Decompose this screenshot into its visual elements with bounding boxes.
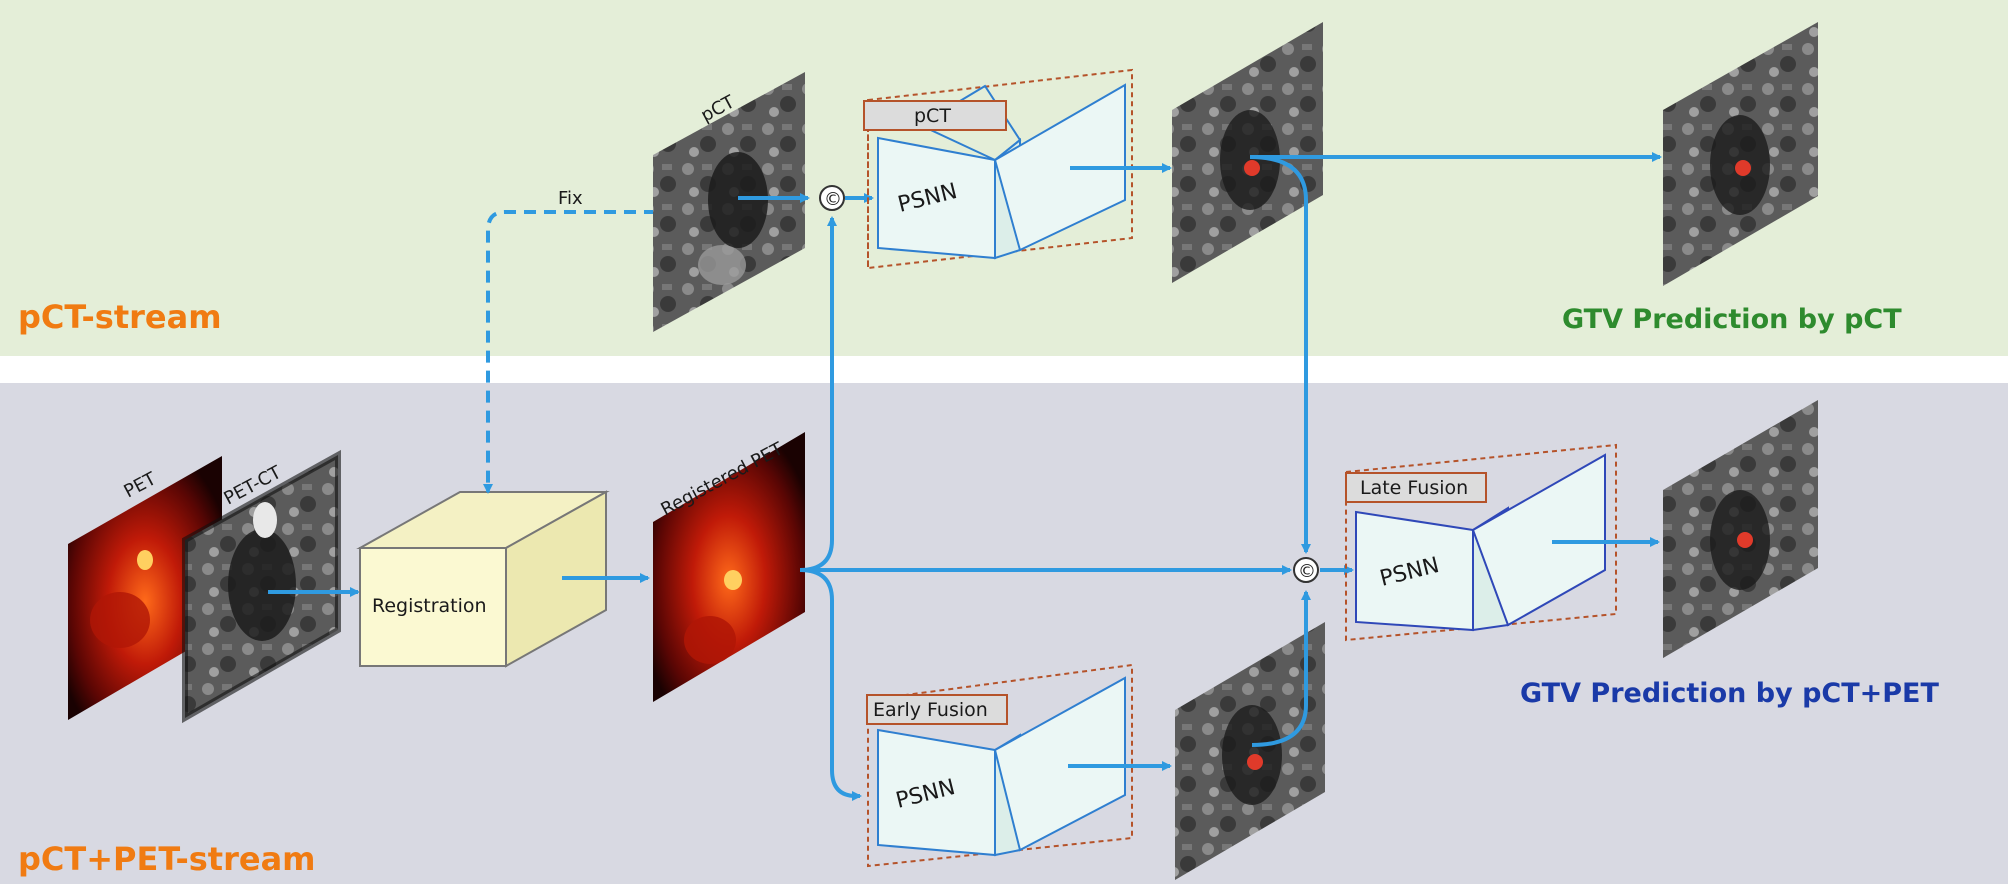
- psnn-late-network: [1345, 443, 1617, 642]
- pct-prediction-label: GTV Prediction by pCT: [1562, 304, 1902, 335]
- psnn-late-tag: Late Fusion: [1360, 477, 1468, 499]
- concat-top-symbol: ©: [824, 189, 842, 210]
- psnn-top-tag-box: [863, 100, 1007, 131]
- arrow-early-up-to-late-concat: [1251, 590, 1311, 747]
- pct-pet-stream-label: pCT+PET-stream: [18, 840, 316, 878]
- concat-late-circle: [1293, 557, 1319, 583]
- pct-pet-prediction-image: [1663, 400, 1818, 658]
- early-fusion-prediction-image: [1175, 622, 1325, 880]
- concat-top-circle: [819, 185, 845, 211]
- psnn-top-network: [867, 68, 1133, 270]
- registration-label: Registration: [372, 595, 487, 617]
- psnn-early-tag-box: [866, 694, 1008, 725]
- psnn-early-network: [867, 663, 1133, 868]
- pct-prediction-intermediate-image: [1172, 22, 1323, 283]
- fix-dashed-connector: [483, 210, 656, 494]
- fix-label: Fix: [558, 188, 583, 209]
- pct-image: [653, 72, 805, 332]
- petct-image: [182, 449, 341, 724]
- psnn-late-tag-box: [1345, 472, 1487, 503]
- pet-image: [68, 456, 222, 720]
- pet-branch-down: [799, 568, 862, 801]
- psnn-early-tag: Early Fusion: [873, 699, 988, 721]
- psnn-top-tag: pCT: [914, 105, 951, 127]
- band-separator: [0, 356, 2008, 383]
- pct-prediction-image: [1663, 22, 1818, 286]
- pct-pet-prediction-label: GTV Prediction by pCT+PET: [1520, 678, 1939, 709]
- registration-box: [356, 490, 610, 668]
- pct-stream-label: pCT-stream: [18, 298, 222, 336]
- arrow-pct-down-to-late-concat: [1249, 155, 1311, 554]
- registered-pet-image: [653, 432, 805, 702]
- concat-late-symbol: ©: [1298, 561, 1316, 582]
